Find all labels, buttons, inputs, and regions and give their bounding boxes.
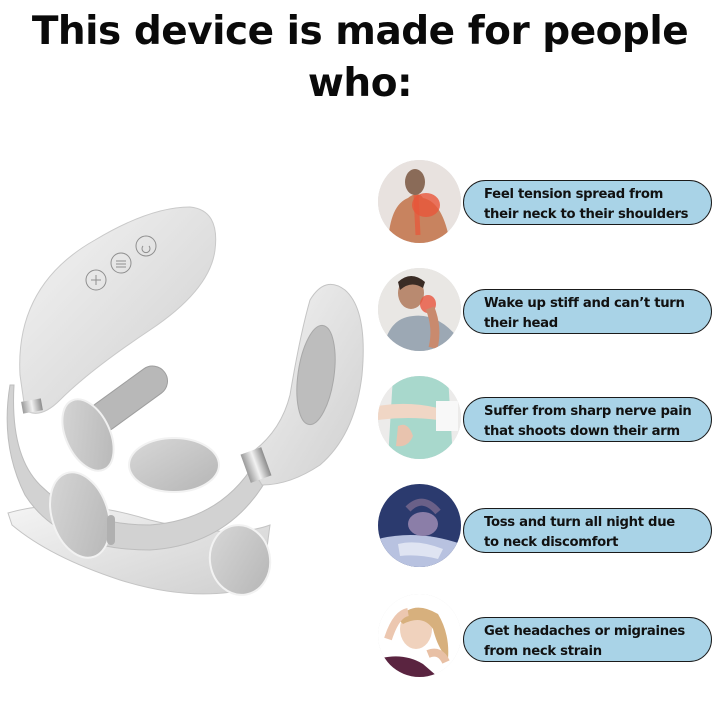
list-item: Wake up stiff and can’t turn their head bbox=[378, 268, 718, 354]
arm-nerve-pain-photo bbox=[378, 376, 461, 459]
symptom-bubble: Toss and turn all night due to neck disc… bbox=[463, 508, 712, 553]
symptom-bubble: Get headaches or migraines from neck str… bbox=[463, 617, 712, 662]
list-item: Feel tension spread from their neck to t… bbox=[378, 160, 718, 246]
man-sleepless-bed-photo bbox=[378, 484, 461, 567]
symptom-bubble: Suffer from sharp nerve pain that shoots… bbox=[463, 397, 712, 442]
headline-line-2: who: bbox=[307, 61, 413, 106]
woman-headache-photo bbox=[378, 594, 461, 677]
headline: This device is made for people who: bbox=[0, 6, 720, 110]
list-item: Toss and turn all night due to neck disc… bbox=[378, 484, 718, 570]
list-item: Get headaches or migraines from neck str… bbox=[378, 594, 718, 680]
symptom-bubble: Wake up stiff and can’t turn their head bbox=[463, 289, 712, 334]
list-item: Suffer from sharp nerve pain that shoots… bbox=[378, 376, 718, 462]
neck-massager-image bbox=[0, 195, 380, 620]
man-shoulder-pain-photo bbox=[378, 160, 461, 243]
symptom-bubble: Feel tension spread from their neck to t… bbox=[463, 180, 712, 225]
headline-line-1: This device is made for people bbox=[31, 9, 689, 54]
man-stiff-neck-photo bbox=[378, 268, 461, 351]
